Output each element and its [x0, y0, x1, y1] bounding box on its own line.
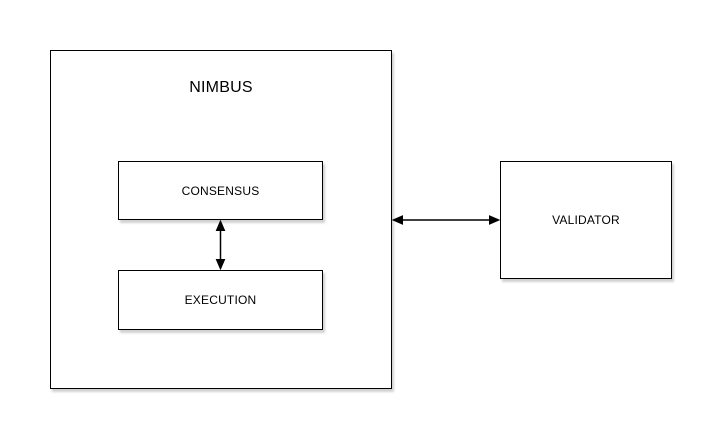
nimbus-container-label: NIMBUS	[189, 79, 253, 96]
execution-node: EXECUTION	[118, 270, 323, 330]
validator-node-label: VALIDATOR	[552, 213, 620, 227]
validator-node: VALIDATOR	[500, 161, 672, 279]
consensus-node: CONSENSUS	[118, 161, 323, 220]
execution-node-label: EXECUTION	[184, 293, 257, 307]
consensus-node-label: CONSENSUS	[181, 183, 260, 198]
nimbus-validator-arrow	[391, 215, 501, 225]
